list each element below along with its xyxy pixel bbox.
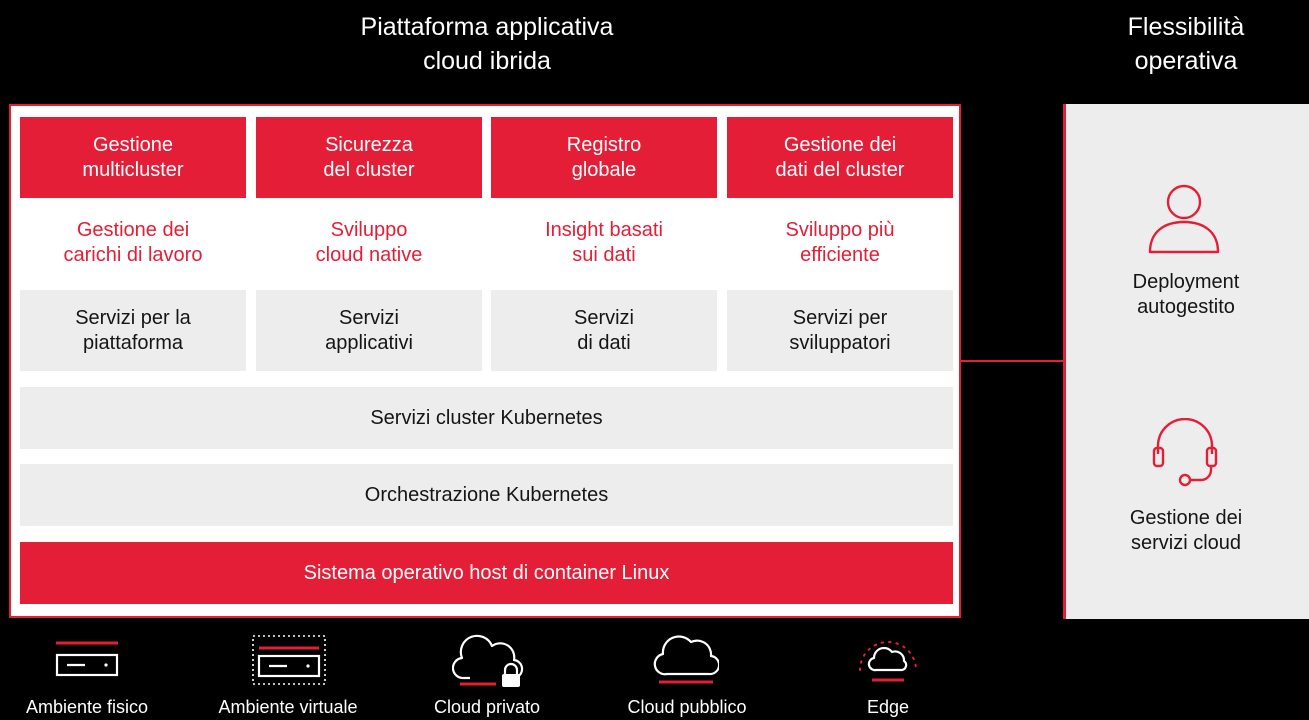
virtual-server-icon	[251, 634, 327, 686]
person-icon	[1146, 184, 1222, 256]
layer-kubernetes-orchestration: Orchestrazione Kubernetes	[20, 464, 953, 526]
capability-cluster-data-management: Gestione dei dati del cluster	[727, 117, 953, 198]
service-platform: Servizi per la piattaforma	[20, 290, 246, 371]
environment-physical-label: Ambiente fisico	[25, 697, 149, 717]
layer-kubernetes-cluster-services: Servizi cluster Kubernetes	[20, 387, 953, 449]
edge-cloud-icon	[852, 630, 924, 688]
benefit-efficient-development: Sviluppo più efficiente	[785, 218, 895, 266]
environment-virtual-label: Ambiente virtuale	[218, 697, 358, 717]
self-managed-deployment-label: Deployment autogestito	[1132, 271, 1240, 318]
environment-edge-label: Edge	[866, 697, 910, 717]
flexibility-title: Flessibilità operativa	[1127, 13, 1245, 75]
public-cloud-icon	[653, 632, 719, 686]
environment-private-cloud-label: Cloud privato	[433, 697, 541, 717]
physical-server-icon	[54, 641, 120, 681]
service-data: Servizi di dati	[491, 290, 717, 371]
operational-flexibility-panel	[1063, 104, 1309, 619]
cloud-services-management-label: Gestione dei servizi cloud	[1129, 507, 1243, 554]
private-cloud-icon	[452, 634, 524, 688]
service-developer: Servizi per sviluppatori	[727, 290, 953, 371]
capability-global-registry: Registro globale	[491, 117, 717, 198]
service-application: Servizi applicativi	[256, 290, 482, 371]
headset-icon	[1150, 418, 1220, 488]
benefit-workload-management: Gestione dei carichi di lavoro	[63, 218, 203, 266]
platform-title: Piattaforma applicativa cloud ibrida	[360, 13, 614, 75]
capability-cluster-security: Sicurezza del cluster	[256, 117, 482, 198]
environment-public-cloud-label: Cloud pubblico	[627, 697, 747, 717]
capability-multicluster-management: Gestione multicluster	[20, 117, 246, 198]
benefit-data-insights: Insight basati sui dati	[545, 218, 663, 266]
layer-linux-container-host-os: Sistema operativo host di container Linu…	[20, 542, 953, 604]
connector-line	[961, 360, 1063, 362]
benefit-cloud-native-development: Sviluppo cloud native	[315, 218, 423, 266]
